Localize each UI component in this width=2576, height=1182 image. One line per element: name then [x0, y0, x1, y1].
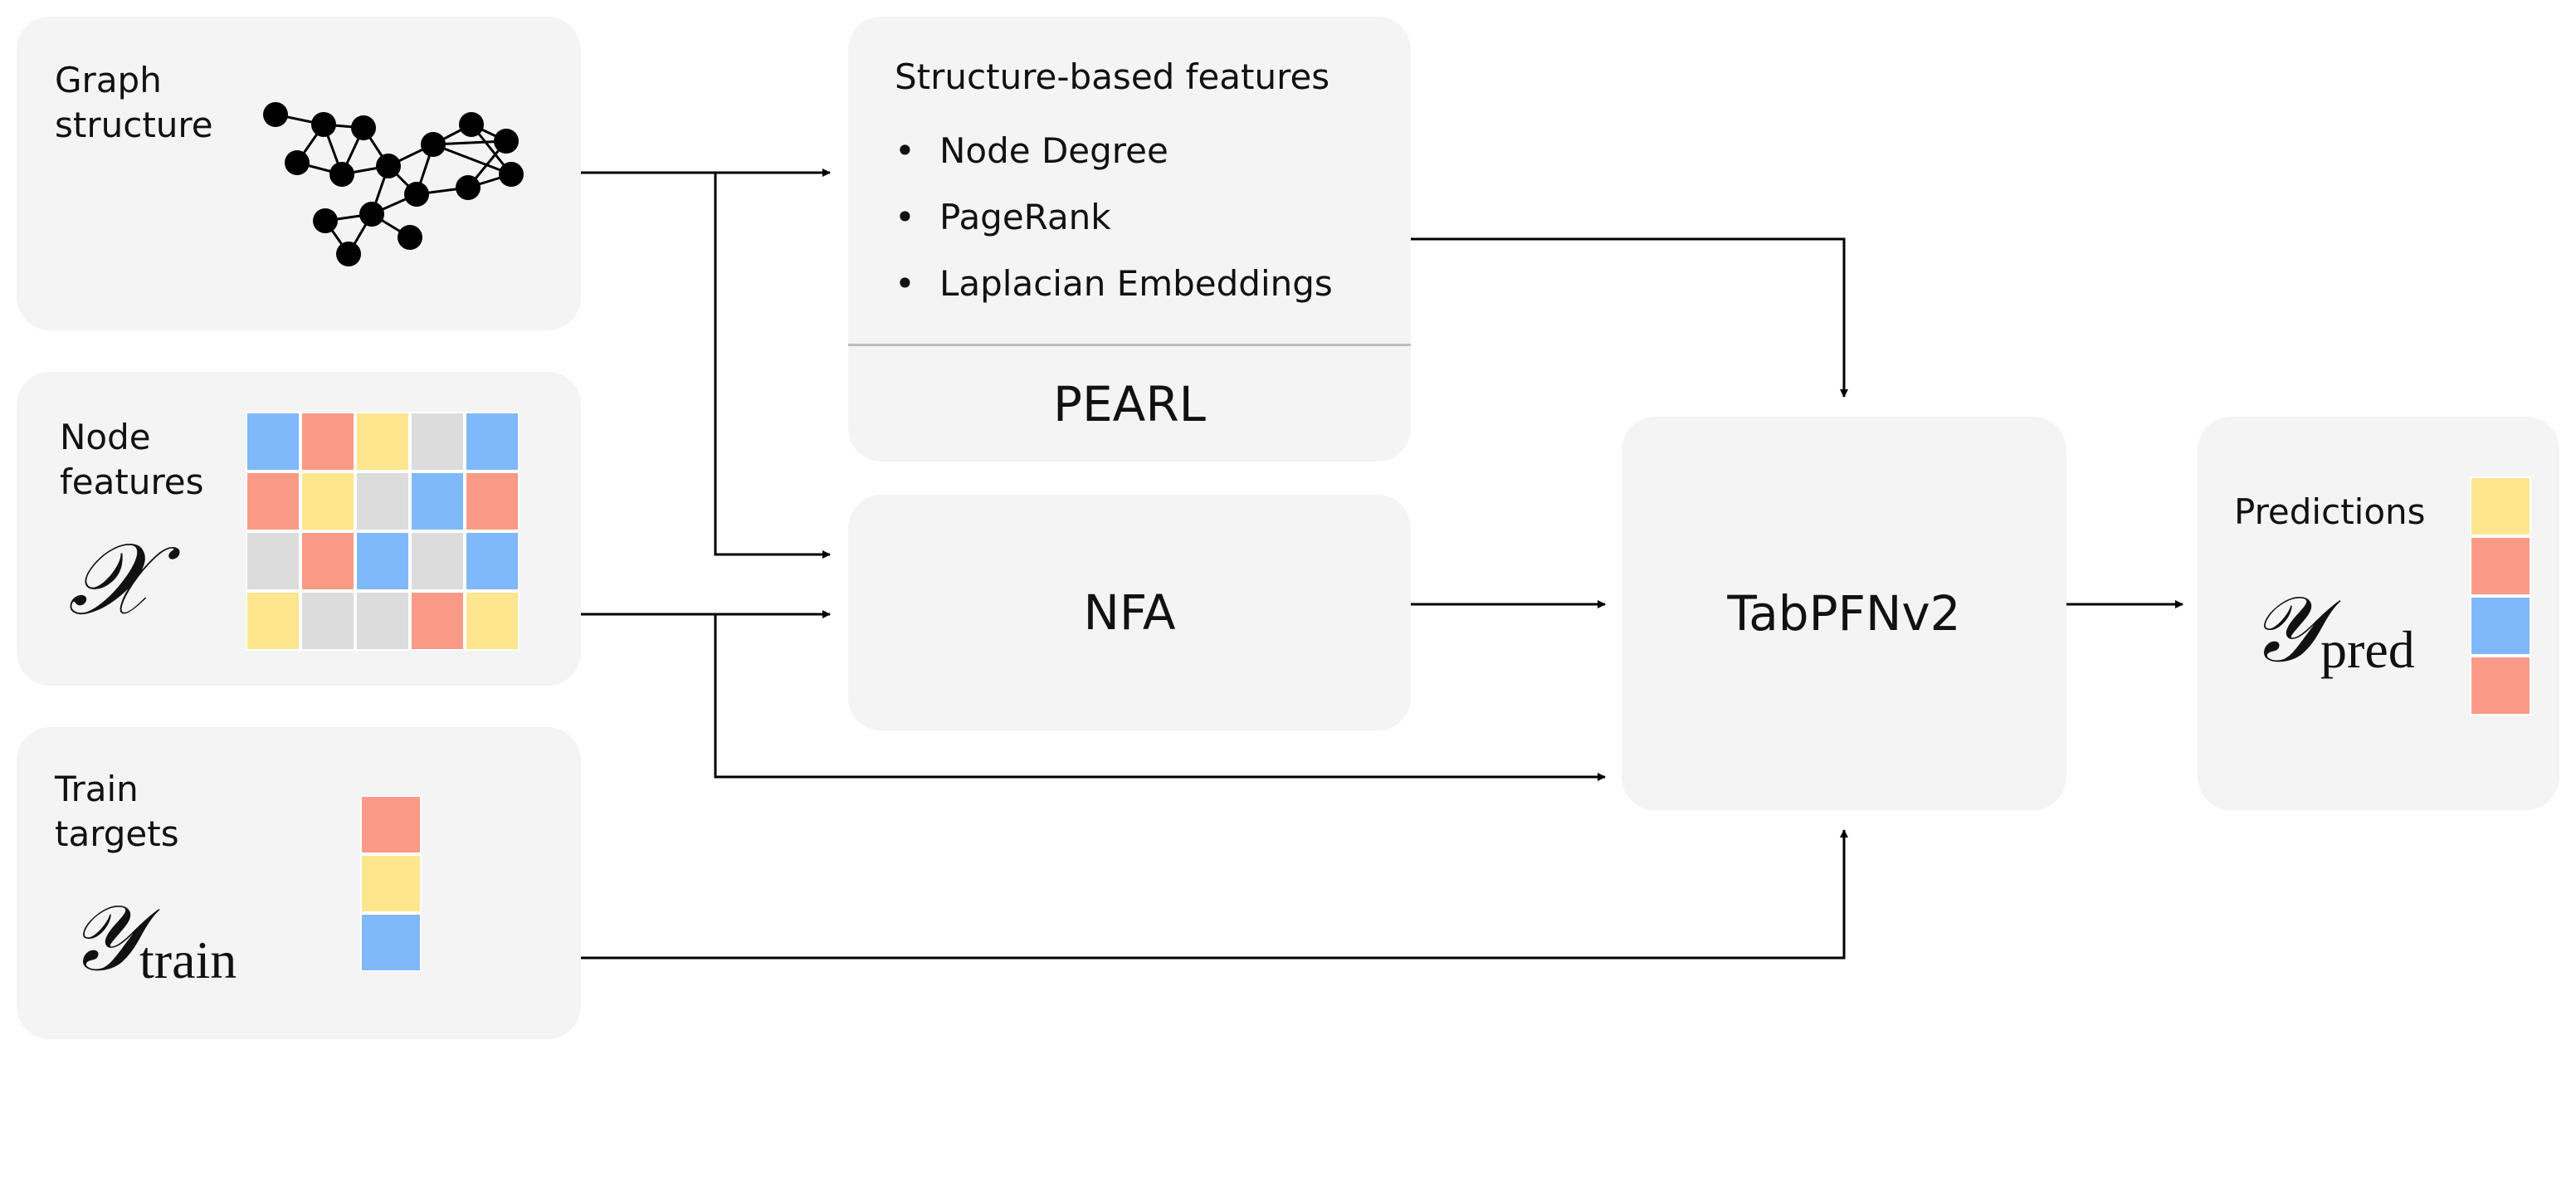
- matrix-cell-gray: [355, 471, 410, 531]
- matrix-cell-gray: [410, 531, 465, 591]
- matrix-cell-gray: [355, 591, 410, 651]
- bullet: •: [895, 263, 915, 304]
- structure-features-list: • Node Degree • PageRank • Laplacian Embedd…: [895, 118, 1333, 317]
- matrix-cell-gray: [300, 591, 355, 651]
- matrix-cell-red: [300, 531, 355, 591]
- graph-node: [376, 154, 401, 178]
- matrix-cell-blue: [465, 412, 520, 471]
- matrix-cell-blue: [410, 471, 465, 531]
- matrix-cell-yellow: [355, 412, 410, 471]
- matrix-cell-blue: [2470, 596, 2531, 656]
- list-item: • PageRank: [895, 184, 1333, 251]
- train-targets-label: Train targets: [55, 769, 179, 854]
- graph-node: [285, 150, 310, 175]
- feature-pagerank: PageRank: [939, 197, 1111, 237]
- predictions-symbol: 𝒴: [2249, 576, 2321, 682]
- matrix-cell-yellow: [246, 591, 300, 651]
- train-targets-column: [360, 795, 422, 972]
- graph-node: [329, 162, 354, 187]
- graph-node: [499, 162, 524, 187]
- matrix-cell-red: [360, 795, 422, 854]
- train-targets-box: Train targets 𝒴 train: [17, 727, 581, 1039]
- matrix-cell-red: [410, 591, 465, 651]
- feature-node-degree: Node Degree: [939, 130, 1168, 171]
- bullet: •: [895, 130, 915, 171]
- matrix-cell-blue: [465, 531, 520, 591]
- feature-matrix: [246, 412, 520, 651]
- list-item: • Laplacian Embeddings: [895, 251, 1333, 317]
- matrix-cell-yellow: [2470, 476, 2531, 536]
- graph-structure-label: Graph structure: [55, 60, 213, 145]
- matrix-cell-red: [2470, 656, 2531, 716]
- graph-node: [398, 225, 422, 250]
- arrow-targets-to-tabpfn: [581, 829, 1848, 960]
- matrix-cell-red: [2470, 536, 2531, 596]
- graph-node: [456, 175, 481, 200]
- node-features-symbol: 𝒳: [68, 522, 154, 637]
- node-features-box: Node features 𝒳: [17, 372, 581, 686]
- graph-node: [421, 132, 446, 157]
- matrix-cell-blue: [360, 913, 422, 972]
- matrix-cell-gray: [410, 412, 465, 471]
- matrix-cell-yellow: [300, 471, 355, 531]
- matrix-cell-yellow: [360, 854, 422, 913]
- tabpfn-label: TabPFNv2: [1727, 585, 1961, 642]
- graph-node: [336, 242, 361, 266]
- arrow-structure-to-tabpfn: [1411, 237, 1848, 398]
- node-features-label: Node features: [60, 417, 204, 502]
- feature-laplacian-embeddings: Laplacian Embeddings: [939, 263, 1333, 304]
- matrix-cell-red: [246, 471, 300, 531]
- predictions-subscript: pred: [2320, 620, 2415, 679]
- matrix-cell-red: [300, 412, 355, 471]
- graph-structure-box: Graph structure: [17, 17, 581, 330]
- structure-features-title: Structure-based features: [895, 56, 1330, 97]
- train-targets-symbol: 𝒴: [68, 885, 140, 991]
- arrow-graph-to-nfa: [714, 173, 831, 559]
- pearl-label: PEARL: [1053, 376, 1206, 432]
- graph-node: [313, 208, 338, 233]
- graph-node: [459, 112, 484, 137]
- graph-node: [263, 102, 288, 127]
- matrix-cell-yellow: [465, 591, 520, 651]
- bullet: •: [895, 197, 915, 237]
- matrix-cell-red: [465, 471, 520, 531]
- predictions-column: [2470, 476, 2531, 716]
- predictions-box: Predictions 𝒴 pred: [2198, 417, 2559, 810]
- matrix-cell-blue: [246, 412, 300, 471]
- graph-network-icon: [263, 102, 524, 266]
- list-item: • Node Degree: [895, 118, 1333, 184]
- matrix-cell-gray: [246, 531, 300, 591]
- graph-node: [311, 112, 336, 137]
- matrix-cell-blue: [355, 531, 410, 591]
- graph-node: [494, 129, 519, 154]
- divider: [848, 344, 1411, 346]
- nfa-label: NFA: [1083, 584, 1176, 641]
- nfa-box: NFA: [848, 495, 1411, 730]
- train-targets-subscript: train: [139, 930, 237, 989]
- tabpfn-box: TabPFNv2: [1622, 417, 2066, 810]
- graph-node: [404, 182, 429, 207]
- graph-node: [359, 202, 384, 227]
- arrow-features-to-tabpfn: [714, 614, 1606, 781]
- structure-features-box: Structure-based features • Node Degree • P…: [848, 17, 1411, 462]
- predictions-label: Predictions: [2234, 491, 2426, 532]
- graph-node: [351, 115, 376, 140]
